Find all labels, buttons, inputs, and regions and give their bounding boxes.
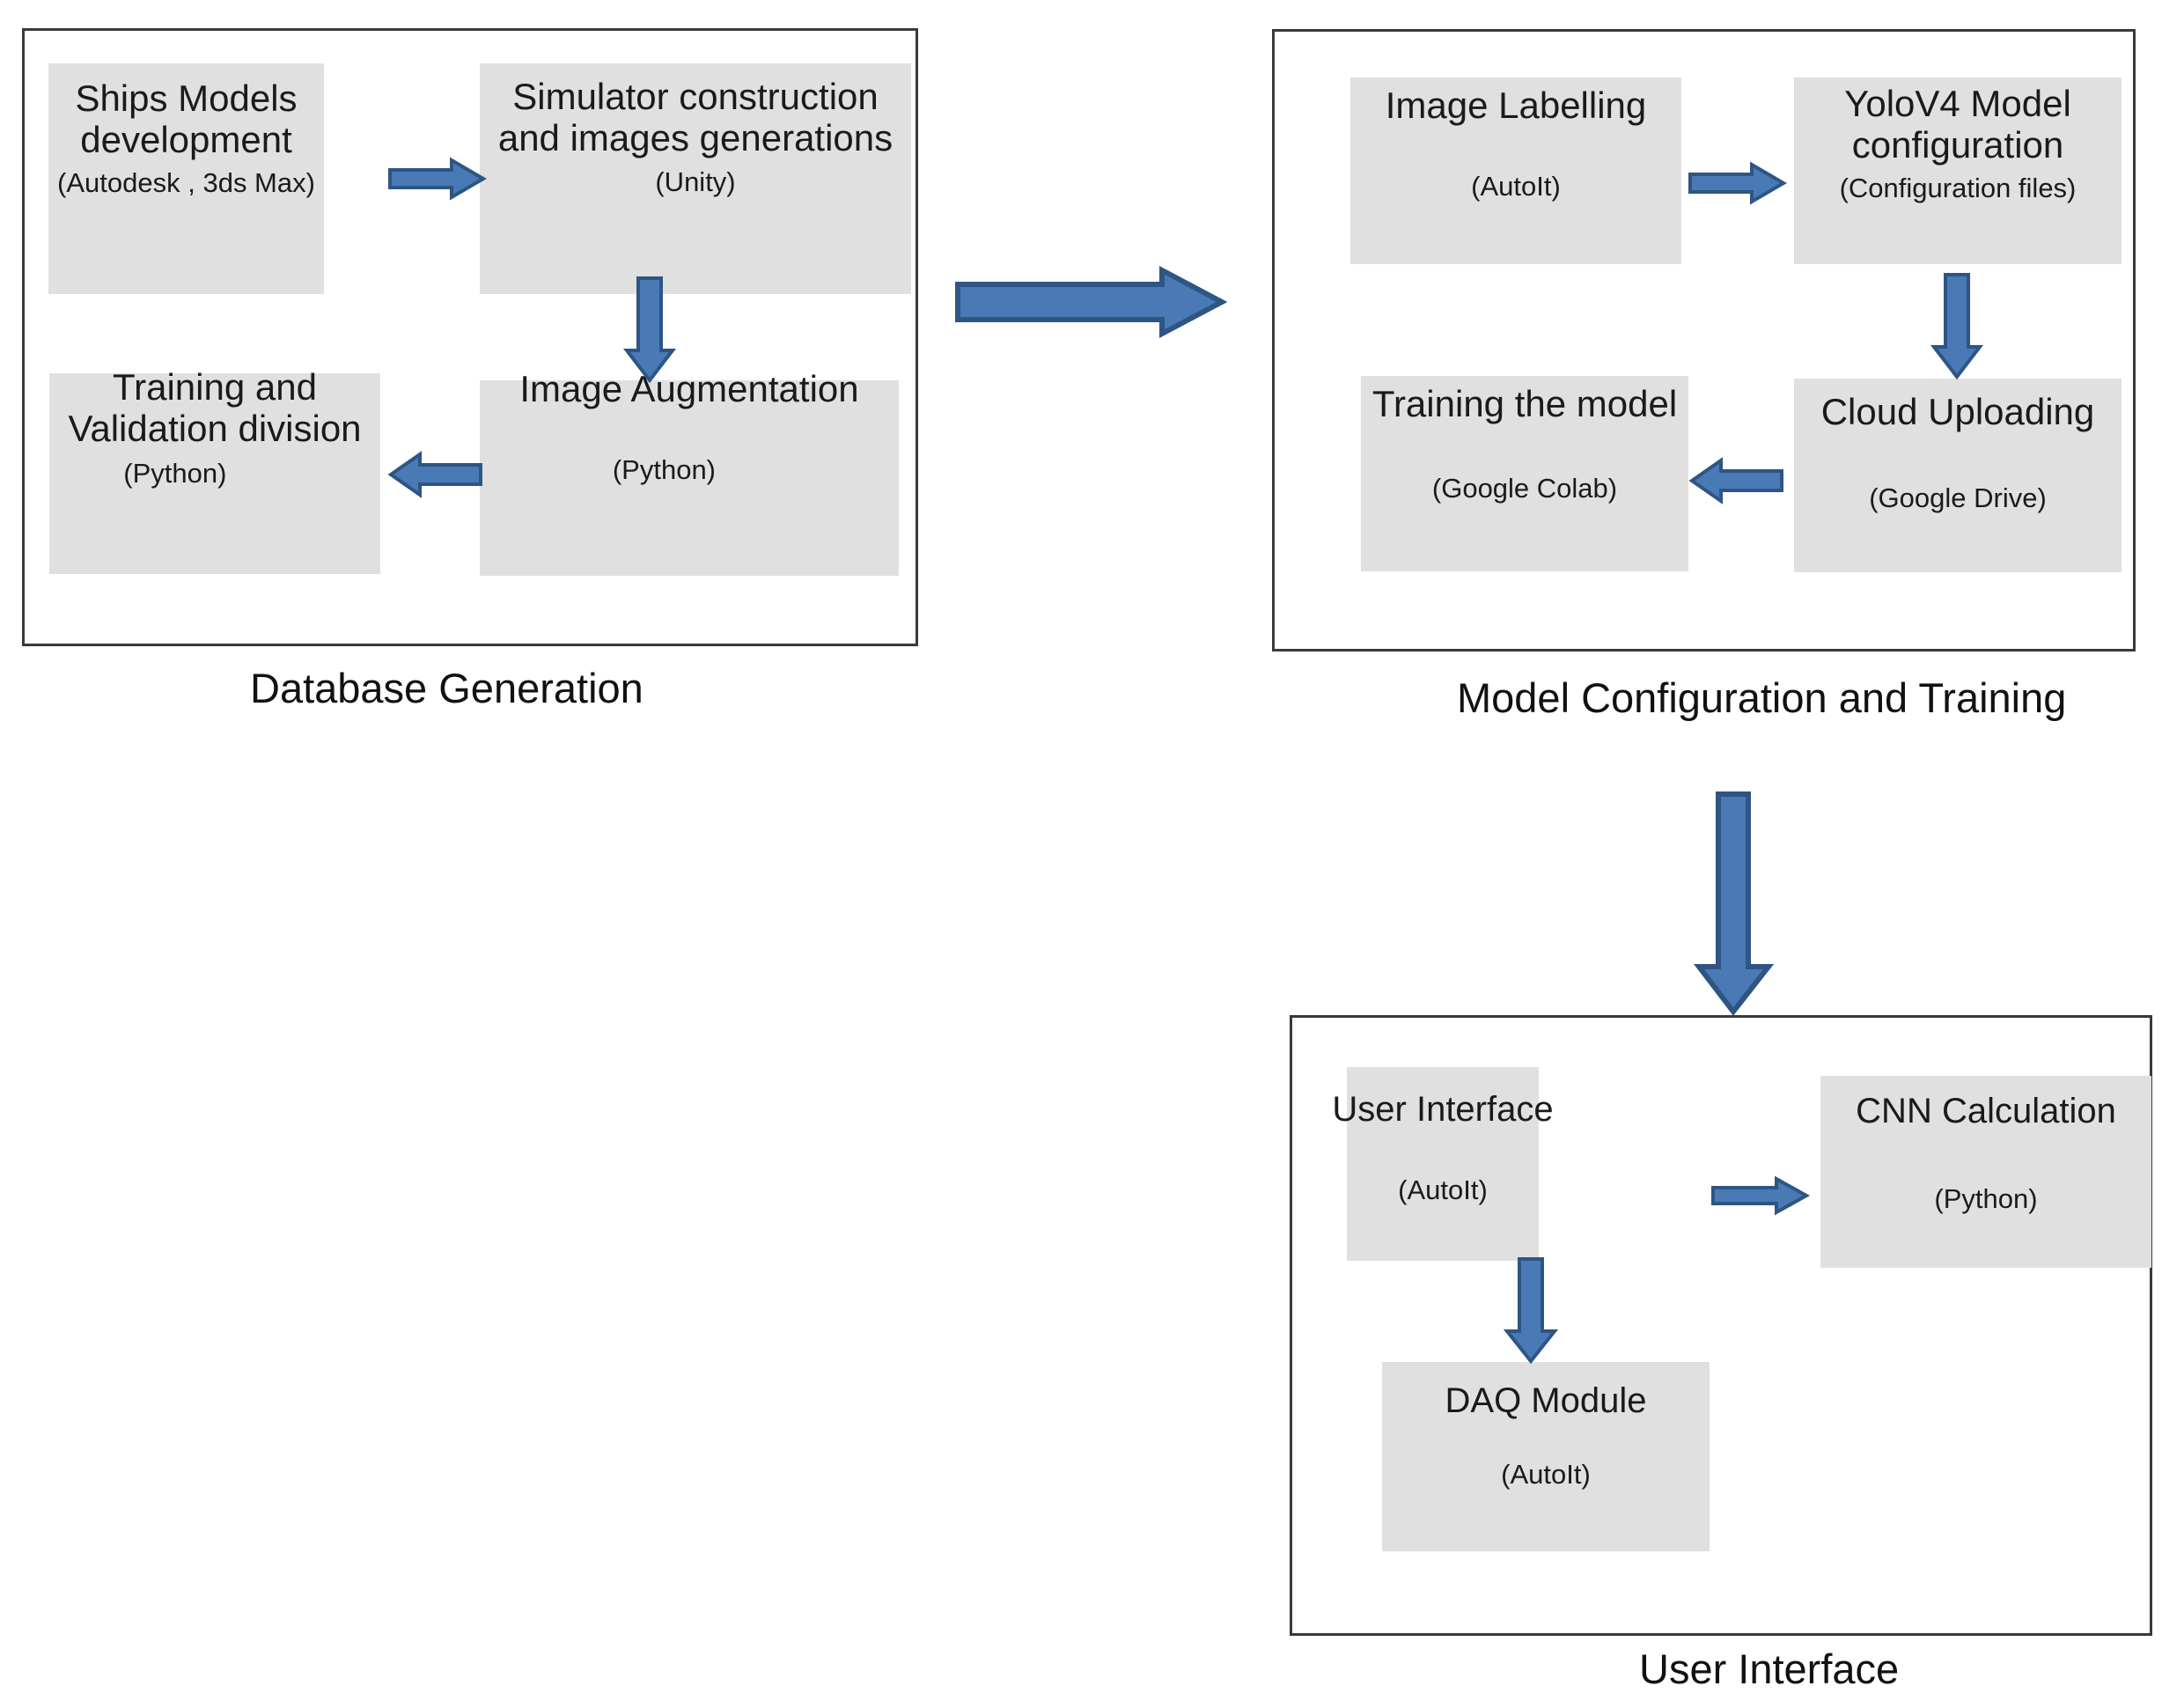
node-subtitle: (Google Colab) [1431, 473, 1618, 504]
arrow-labelling-to-yolov4-icon [1688, 161, 1787, 205]
node-title: DAQ Module [1445, 1381, 1647, 1420]
node-subtitle: (AutoIt) [1501, 1459, 1591, 1490]
caption-model-configuration-and-training: Model Configuration and Training [1457, 674, 2067, 721]
node-subtitle: (Configuration files) [1839, 173, 2077, 203]
node-subtitle: (Google Drive) [1869, 482, 2047, 513]
arrow-database-to-model-config-icon [955, 266, 1228, 338]
node-title-line2: development [80, 119, 292, 161]
node-title: Training the model [1371, 383, 1678, 424]
node-simulator-construction: Simulator construction and images genera… [480, 63, 911, 294]
node-daq-module: DAQ Module (AutoIt) [1382, 1362, 1710, 1551]
node-image-augmentation: Image Augmentation (Python) [480, 368, 899, 576]
arrow-augmentation-to-training-icon [387, 451, 482, 498]
arrow-model-config-to-user-interface-icon [1693, 791, 1775, 1016]
arrow-ui-to-cnn-icon [1711, 1175, 1811, 1216]
arrow-ships-to-simulator-icon [388, 157, 487, 201]
node-title-line2: configuration [1851, 124, 2064, 166]
arrow-cloud-to-training-icon [1688, 457, 1783, 504]
node-ships-models-development: Ships Models development (Autodesk , 3ds… [48, 63, 324, 294]
node-subtitle: (Python) [612, 454, 717, 485]
node-subtitle: (Unity) [655, 166, 736, 197]
arrow-ui-to-daq-icon [1503, 1257, 1559, 1365]
node-user-interface-module: User Interface (AutoIt) [1332, 1067, 1554, 1261]
node-cloud-uploading: Cloud Uploading (Google Drive) [1794, 379, 2121, 572]
node-title: Image Labelling [1385, 85, 1647, 126]
node-yolov4-model-configuration: YoloV4 Model configuration (Configuratio… [1794, 77, 2121, 264]
node-title: CNN Calculation [1856, 1092, 2116, 1130]
node-training-the-model: Training the model (Google Colab) [1361, 376, 1688, 571]
node-title-line2: Validation division [68, 408, 362, 450]
node-subtitle: (AutoIt) [1471, 171, 1561, 202]
caption-user-interface: User Interface [1639, 1645, 1900, 1692]
node-title-line1: Simulator construction [512, 76, 879, 117]
caption-database-generation: Database Generation [250, 665, 643, 711]
node-training-validation-division: Training and Validation division (Python… [49, 366, 380, 574]
node-title: YoloV4 Model configuration [1844, 83, 2071, 166]
node-title: Image Augmentation [519, 368, 859, 409]
node-title-line1: YoloV4 Model [1844, 83, 2071, 124]
node-title-line2: and images generations [497, 117, 893, 159]
node-subtitle: (Python) [1934, 1183, 2038, 1214]
arrow-yolov4-to-cloud-icon [1930, 273, 1984, 380]
node-title: Simulator construction and images genera… [498, 76, 893, 158]
node-subtitle: (AutoIt) [1398, 1174, 1488, 1205]
node-subtitle: (Python) [123, 458, 227, 489]
node-subtitle: (Autodesk , 3ds Max) [57, 167, 315, 198]
node-title-line1: Ships Models [75, 77, 298, 119]
node-cnn-calculation: CNN Calculation (Python) [1820, 1076, 2151, 1268]
node-image-labelling: Image Labelling (AutoIt) [1350, 77, 1681, 264]
arrow-simulator-to-augmentation-icon [622, 276, 677, 384]
node-title: Ships Models development [75, 77, 297, 160]
node-title: User Interface [1332, 1090, 1554, 1129]
node-title: Cloud Uploading [1820, 391, 2095, 432]
node-title: Training and Validation division [68, 366, 361, 449]
node-title-line1: Training and [113, 366, 317, 408]
